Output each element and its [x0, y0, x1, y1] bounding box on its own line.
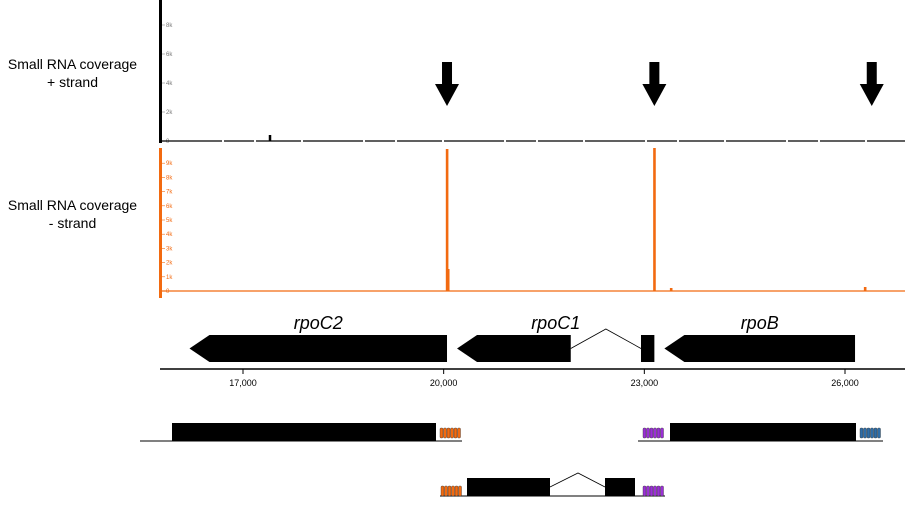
- minus-tick-label: 0: [166, 289, 170, 295]
- adapter-tile: [863, 427, 867, 439]
- transcript-exon-block: [670, 423, 856, 441]
- plus-tick-label: 6k: [166, 52, 173, 58]
- adapter-tile: [642, 427, 647, 439]
- transcript-exon-block: [467, 478, 550, 496]
- peak-arrows: [435, 62, 884, 106]
- axis-tick-label: 26,000: [831, 378, 859, 388]
- adapter-tile: [444, 485, 448, 497]
- adapter-tile: [642, 485, 647, 497]
- orange-adapter-icon: [439, 427, 461, 439]
- axis-tick-label: 17,000: [229, 378, 257, 388]
- adapter-tile: [649, 485, 654, 497]
- adapter-tile: [649, 427, 654, 439]
- minus-tick-label: 9k: [166, 161, 173, 167]
- adapter-tile: [873, 427, 878, 439]
- gene-name-label: rpoC2: [294, 313, 343, 333]
- down-arrow-icon: [435, 62, 460, 106]
- minus-strand-label: Small RNA coverage - strand: [0, 196, 145, 232]
- adapter-tile: [646, 427, 650, 439]
- minus-strand-coverage-track: 0 1k 2k 3k 4k 5k 6k 7k 8k 9k: [159, 148, 905, 298]
- adapter-tile: [439, 427, 444, 439]
- minus-coverage-peak: [448, 269, 450, 291]
- gene-arrow-block: [189, 335, 448, 362]
- purple-adapter-icon: [642, 427, 664, 439]
- minus-strand-label-line1: Small RNA coverage: [7, 197, 138, 213]
- orange-adapter-icon: [440, 485, 462, 497]
- adapter-tile: [870, 427, 874, 439]
- plus-tick-label: 8k: [166, 23, 173, 29]
- down-arrow-icon: [859, 62, 884, 106]
- gene-exon-block: [640, 335, 655, 362]
- gene-exon-block: [457, 335, 571, 362]
- axis-tick-label: 20,000: [430, 378, 458, 388]
- transcript-intron-line: [549, 472, 606, 488]
- plus-tick-label: 4k: [166, 81, 173, 87]
- axis-tick-label: 23,000: [631, 378, 659, 388]
- adapter-tile: [450, 427, 454, 439]
- gene-name-label: rpoB: [741, 313, 779, 333]
- minus-strand-label-line2: - strand: [48, 215, 97, 231]
- minus-tick-label: 7k: [166, 190, 173, 196]
- adapter-tile: [457, 427, 461, 439]
- gene-arrow-block: [664, 335, 856, 362]
- plus-strand-label: Small RNA coverage + strand: [0, 55, 145, 91]
- adapter-tile: [656, 427, 661, 439]
- transcript-models: [140, 423, 883, 497]
- minus-coverage-peak: [653, 148, 656, 291]
- minus-tick-label: 5k: [166, 218, 173, 224]
- minus-coverage-peak: [445, 149, 449, 291]
- plus-tick-label: 2k: [166, 110, 173, 116]
- adapter-tile: [866, 427, 871, 439]
- adapter-tile: [453, 427, 458, 439]
- gene-name-label: rpoC1: [531, 313, 580, 333]
- purple-adapter-icon: [642, 485, 664, 497]
- adapter-tile: [660, 427, 664, 439]
- minus-tick-label: 1k: [166, 275, 173, 281]
- adapter-tile: [451, 485, 455, 497]
- minus-track-y-axis: [159, 148, 162, 298]
- adapter-tile: [660, 485, 664, 497]
- plus-strand-label-line2: + strand: [47, 74, 98, 90]
- minus-tick-label: 4k: [166, 232, 173, 238]
- minus-tick-label: 8k: [166, 175, 173, 181]
- plus-strand-coverage-track: 0 2k 4k 6k 8k: [159, 0, 905, 145]
- adapter-tile: [446, 427, 451, 439]
- adapter-tile: [653, 427, 657, 439]
- adapter-tile: [859, 427, 864, 439]
- minus-coverage-peak: [669, 288, 673, 291]
- adapter-tile: [653, 485, 657, 497]
- adapter-tile: [447, 485, 452, 497]
- plus-track-y-axis: [159, 0, 162, 143]
- plus-strand-label-line1: Small RNA coverage: [7, 56, 138, 72]
- adapter-tile: [440, 485, 445, 497]
- minus-tick-label: 6k: [166, 204, 173, 210]
- minus-coverage-peak: [863, 287, 867, 291]
- transcript-exon-block: [605, 478, 635, 496]
- adapter-tile: [454, 485, 459, 497]
- adapter-tile: [458, 485, 462, 497]
- down-arrow-icon: [642, 62, 667, 106]
- plus-tick-label: 0: [166, 139, 170, 145]
- genomic-coordinate-axis: 17,000 20,000 23,000 26,000: [160, 368, 905, 388]
- blue-adapter-icon: [859, 427, 881, 439]
- adapter-tile: [877, 427, 881, 439]
- plus-coverage-peak: [268, 135, 272, 141]
- minus-tick-label: 3k: [166, 246, 173, 252]
- gene-annotation-track: rpoC2 rpoC1 rpoB: [189, 313, 856, 362]
- adapter-tile: [646, 485, 650, 497]
- transcript-exon-block: [172, 423, 436, 441]
- gene-intron-line: [570, 328, 642, 349]
- minus-tick-label: 2k: [166, 261, 173, 267]
- adapter-tile: [443, 427, 447, 439]
- adapter-tile: [656, 485, 661, 497]
